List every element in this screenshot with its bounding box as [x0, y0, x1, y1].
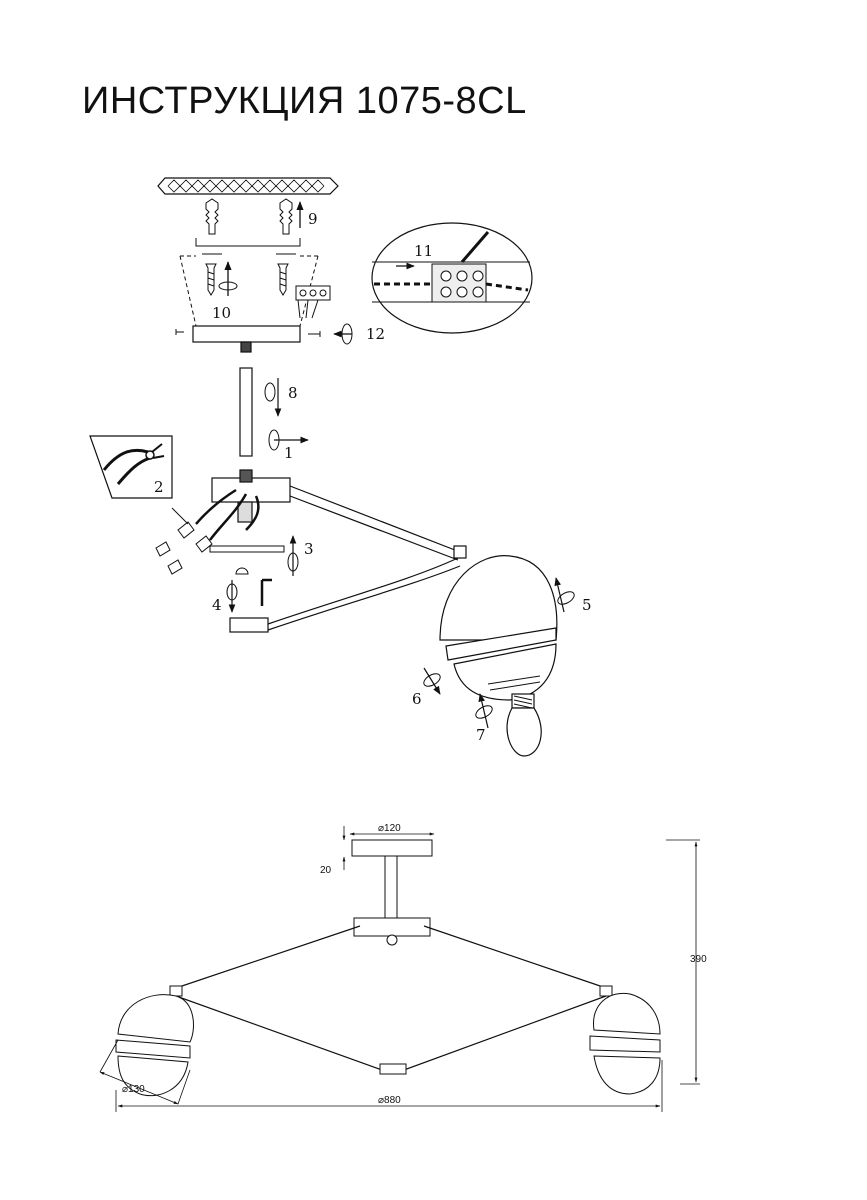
mounting-bracket [179, 238, 319, 327]
wall-anchors [205, 198, 293, 235]
canopy [175, 325, 321, 353]
light-bulb [506, 693, 542, 757]
arm [229, 485, 461, 633]
hub [195, 469, 291, 541]
hex-key-icon [260, 578, 272, 606]
wiring-detail [371, 222, 533, 334]
screws [205, 263, 289, 296]
step-4-label: 4 [212, 596, 222, 614]
step-8-label: 8 [288, 384, 298, 402]
ceiling [157, 177, 339, 195]
shade-diameter-label: ⌀130 [122, 1084, 145, 1095]
terminal-block-small [295, 285, 331, 319]
step-5-label: 5 [582, 596, 592, 614]
step-1-label: 1 [284, 444, 294, 462]
canopy-diameter-label: ⌀120 [378, 823, 401, 834]
page-title: ИНСТРУКЦИЯ 1075-8CL [82, 80, 527, 122]
arm-plate [209, 545, 285, 553]
canopy-height-label: 20 [320, 865, 332, 876]
wire-connectors [155, 507, 213, 575]
lamp-shade [439, 545, 558, 701]
rod [239, 367, 253, 457]
step-10-label: 10 [212, 304, 231, 322]
total-height-label: 390 [690, 954, 707, 965]
step-3-label: 3 [304, 540, 314, 558]
step-12-label: 12 [366, 325, 385, 343]
dimension-drawing [115, 839, 661, 1097]
step-11-label: 11 [414, 242, 433, 260]
step-7-label: 7 [476, 726, 486, 744]
step-6-label: 6 [412, 690, 422, 708]
step-2-label: 2 [154, 478, 164, 496]
pliers-detail [89, 435, 173, 499]
total-width-label: ⌀880 [378, 1095, 401, 1106]
step-9-label: 9 [308, 210, 318, 228]
